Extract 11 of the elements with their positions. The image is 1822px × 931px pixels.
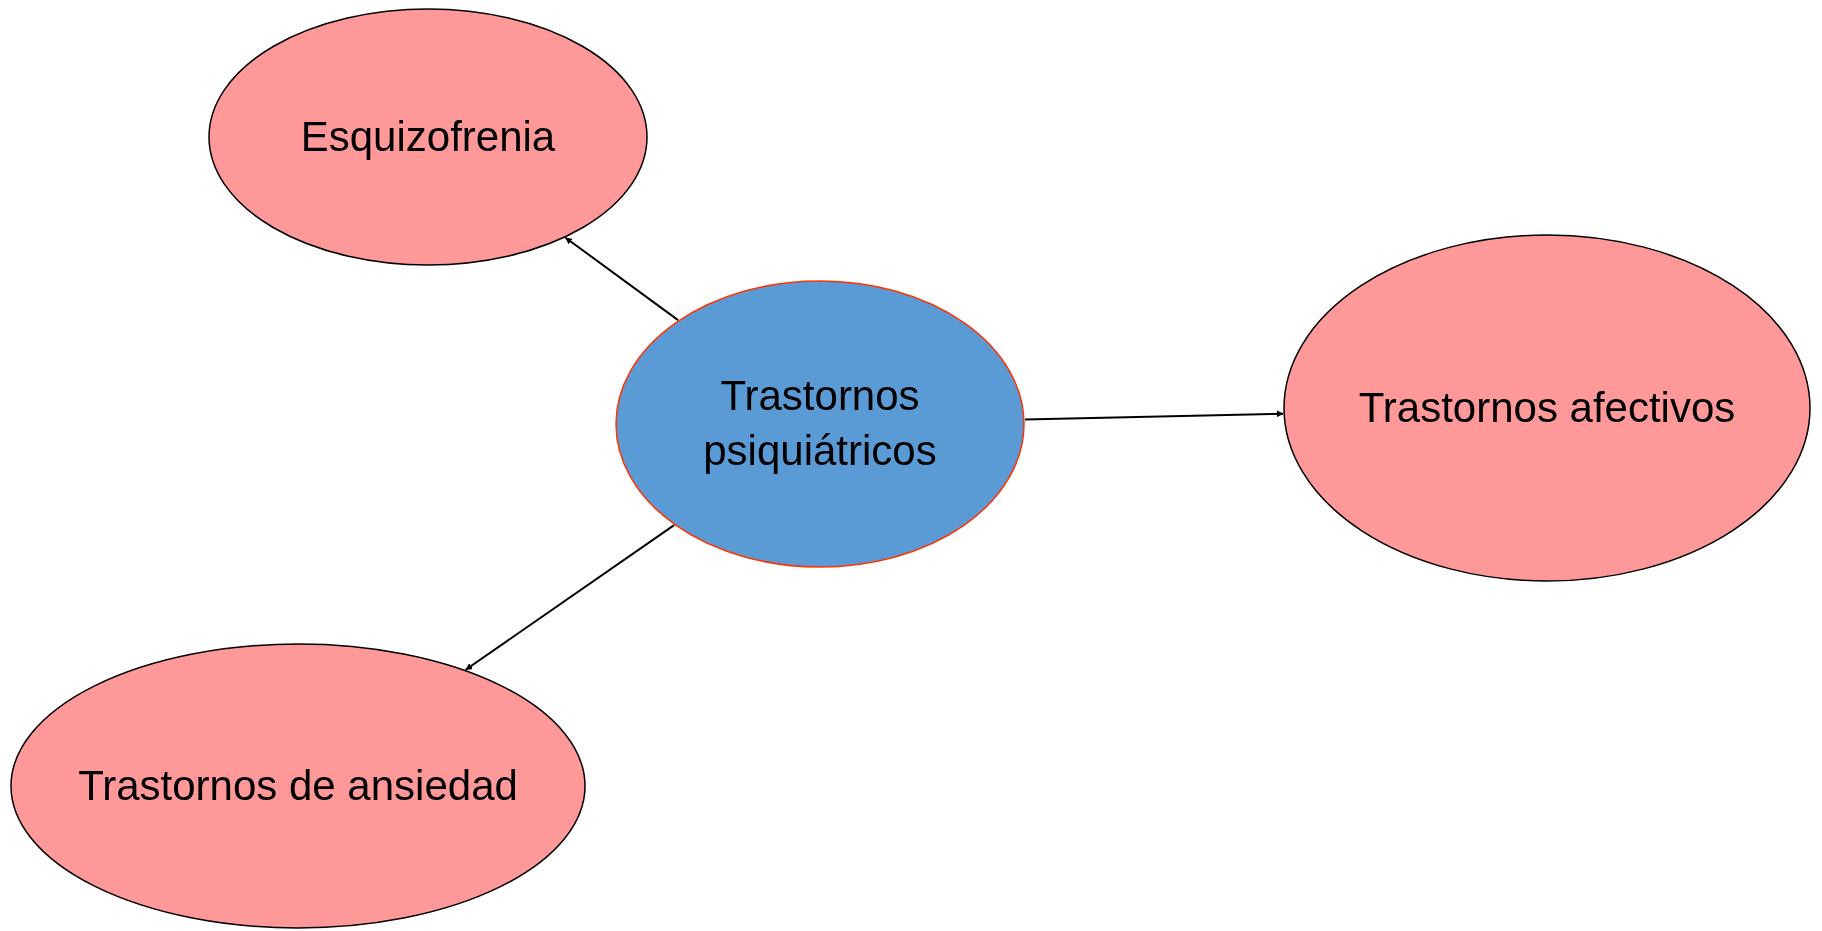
ellipse-node [208, 8, 648, 266]
ellipse-node [1283, 234, 1811, 582]
node-label: Esquizofrenia [299, 111, 557, 162]
node-label: Trastornos de ansiedad [77, 760, 519, 811]
arrow [564, 236, 680, 322]
node-label: Trastornos afectivos [1357, 382, 1737, 433]
node-label: Trastornos psiquiátricos [702, 371, 938, 476]
arrow [1023, 408, 1285, 421]
ellipse-node [10, 643, 586, 929]
ellipse-node [615, 280, 1025, 568]
arrow [464, 524, 676, 671]
